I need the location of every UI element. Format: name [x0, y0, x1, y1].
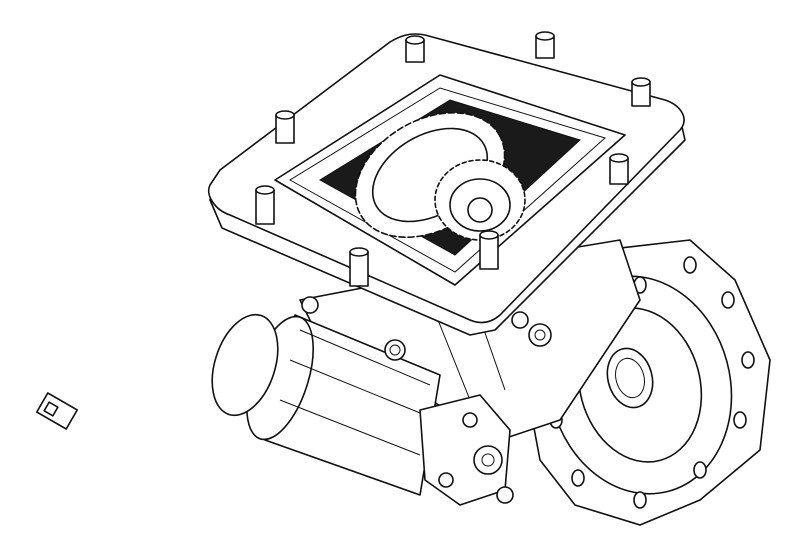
housing-bolts — [301, 296, 552, 361]
stud — [349, 247, 369, 287]
stud — [535, 31, 555, 59]
stud — [479, 230, 499, 270]
stud — [275, 110, 295, 144]
stud — [405, 35, 425, 63]
pump-head — [419, 394, 514, 506]
stud — [631, 77, 651, 107]
mounting-studs — [255, 31, 651, 287]
gear-set — [354, 112, 526, 241]
stud — [255, 185, 275, 225]
sensor-cable — [35, 392, 220, 460]
cable-connector — [35, 392, 79, 430]
stud — [609, 153, 629, 185]
